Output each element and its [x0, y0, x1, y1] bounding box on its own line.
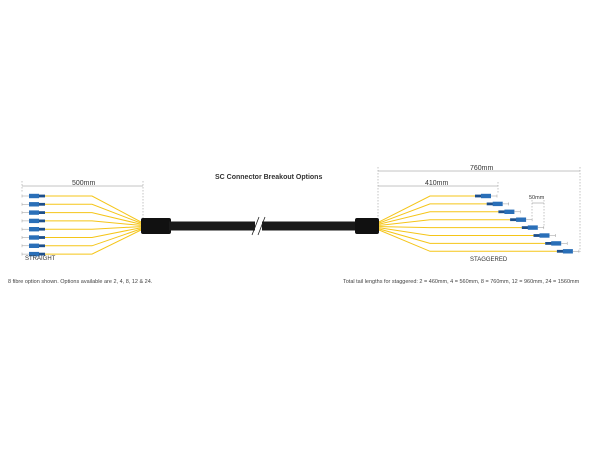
fibre [44, 195, 142, 223]
fibre [44, 220, 142, 226]
staggered-fibres [378, 195, 557, 252]
fibre [378, 211, 499, 225]
sc-connector [551, 241, 562, 246]
sc-connector [29, 202, 39, 207]
boot [38, 202, 45, 206]
fibre [44, 229, 142, 255]
cable-break-mark [251, 216, 260, 236]
sc-connector [539, 233, 550, 238]
boot [38, 219, 45, 223]
fibre [378, 229, 557, 252]
cable-segment-left [169, 221, 255, 231]
staggered-label: STAGGERED [470, 257, 508, 263]
boot [533, 234, 541, 237]
fibre [44, 228, 142, 247]
boot [498, 210, 506, 214]
boot [38, 194, 45, 198]
cable-segment-right [262, 221, 358, 231]
boot [486, 202, 494, 206]
boot [38, 252, 45, 256]
staggered-first-length-label: 410mm [425, 180, 449, 187]
sc-connector [527, 225, 538, 230]
sc-connector [504, 209, 515, 214]
straight-length-label: 500mm [72, 180, 96, 187]
fibre [378, 203, 487, 224]
straight-connectors [21, 193, 45, 257]
boot [521, 226, 529, 229]
boot [38, 211, 45, 214]
straight-label: STRAIGHT [25, 256, 56, 262]
boot [38, 244, 45, 248]
sc-connector [29, 218, 39, 224]
trunk-cable [141, 216, 379, 236]
staggered-total-length-label: 760mm [470, 165, 494, 172]
fibre [44, 212, 142, 225]
boot [38, 236, 45, 239]
sc-connector [29, 227, 39, 232]
cable-break-mark [257, 216, 266, 236]
sc-connector [29, 193, 39, 199]
staggered-connectors [475, 193, 580, 254]
sc-connector [492, 201, 503, 207]
boot [556, 249, 564, 253]
staggered-lengths-note: Total tail lengths for staggered: 2 = 46… [343, 279, 580, 285]
boot [475, 194, 482, 198]
fibre [378, 219, 511, 226]
sc-connector [562, 249, 573, 254]
diagram-title: SC Connector Breakout Options [215, 174, 323, 181]
straight-fibres [44, 195, 142, 255]
fibre-options-note: 8 fibre option shown. Options available … [8, 279, 153, 285]
sc-connector [516, 217, 527, 222]
fibre [44, 227, 142, 238]
boot [38, 227, 45, 231]
dimension-lines [21, 167, 581, 252]
fibre [378, 228, 546, 244]
sc-connector [29, 243, 39, 248]
fibre [378, 227, 534, 236]
fibre [378, 195, 475, 223]
left-breakout-boot [141, 218, 171, 234]
staggered-step-label: 50mm [529, 195, 545, 201]
sc-connector [29, 210, 39, 215]
boot [545, 242, 553, 245]
fibre [44, 203, 142, 224]
boot [510, 218, 518, 222]
right-breakout-boot [355, 218, 379, 234]
sc-connector [29, 251, 39, 257]
fibre [378, 226, 522, 229]
sc-connector [29, 235, 39, 240]
fibre [44, 226, 142, 230]
sc-connector [481, 193, 491, 199]
